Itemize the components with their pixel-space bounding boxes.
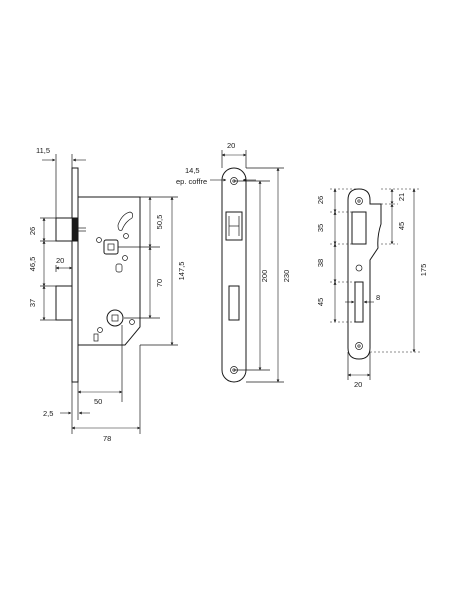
dim-case-height: 147,5 xyxy=(177,262,186,281)
screw-hole xyxy=(96,237,102,243)
screw-hole xyxy=(97,327,103,333)
dim-backset: 50 xyxy=(94,397,102,406)
dim-bolt-height: 37 xyxy=(28,299,37,307)
dim-case-thickness-label: ep. coffre xyxy=(176,177,207,186)
dim-faceplate-offset: 11,5 xyxy=(36,146,50,155)
strike-bolt-opening xyxy=(354,281,364,323)
follower-hub xyxy=(103,239,119,255)
dim-strike-width: 20 xyxy=(354,380,362,389)
strike-plate-view xyxy=(347,188,382,360)
slot-hole xyxy=(115,263,123,273)
strike-screw-bottom xyxy=(355,342,363,350)
dim-faceplate-thickness: 2,5 xyxy=(43,409,53,418)
bolt xyxy=(55,285,73,321)
dim-follower-to-cylinder: 70 xyxy=(155,279,164,287)
faceplate-view xyxy=(221,167,247,383)
lock-body-dimensions: 11,5 26 46,5 20 37 2,5 50 78 xyxy=(28,146,186,443)
bolt-window xyxy=(228,285,240,321)
screw-hole xyxy=(129,319,135,325)
dim-case-length: 200 xyxy=(260,270,269,283)
strike-latch-opening xyxy=(351,211,367,245)
faceplate-strip xyxy=(71,167,79,383)
latch-shadow xyxy=(71,217,79,242)
dim-strike-top: 26 xyxy=(316,196,325,204)
follower-square xyxy=(107,243,115,251)
dim-strike-latch-height: 35 xyxy=(316,224,325,232)
dim-latch-height: 26 xyxy=(28,227,37,235)
dim-strike-offset: 21 xyxy=(397,193,406,201)
dim-latch-spacing: 46,5 xyxy=(28,257,37,272)
faceplate-dimensions: 20 14,5 ep. coffre 200 230 xyxy=(176,141,291,383)
strike-screw-mid xyxy=(355,264,363,272)
dim-strike-bolt-height: 45 xyxy=(316,298,325,306)
faceplate xyxy=(221,167,247,383)
follower-slot xyxy=(117,211,134,231)
thumbturn-square xyxy=(111,314,119,322)
dim-strike-total-length: 175 xyxy=(419,264,428,277)
strike-screw-top xyxy=(355,197,363,205)
dim-faceplate-width: 20 xyxy=(227,141,235,150)
strike-plate-dimensions: 26 35 38 45 21 45 175 8 20 xyxy=(316,188,428,389)
dim-strike-spacing: 38 xyxy=(316,259,325,267)
dim-follower-width: 20 xyxy=(56,256,64,265)
dim-strike-bolt-width: 8 xyxy=(376,293,380,302)
dim-top-to-follower: 50,5 xyxy=(155,215,164,230)
screw-hole xyxy=(123,233,129,239)
thumbturn-hub xyxy=(106,309,124,327)
dim-strike-latch-pocket: 45 xyxy=(397,222,406,230)
dim-case-depth: 78 xyxy=(103,434,111,443)
small-slot xyxy=(93,333,99,342)
dim-total-length: 230 xyxy=(282,270,291,283)
dim-case-thickness: 14,5 xyxy=(185,166,200,175)
screw-hole xyxy=(122,255,128,261)
lock-body-view xyxy=(55,167,141,383)
